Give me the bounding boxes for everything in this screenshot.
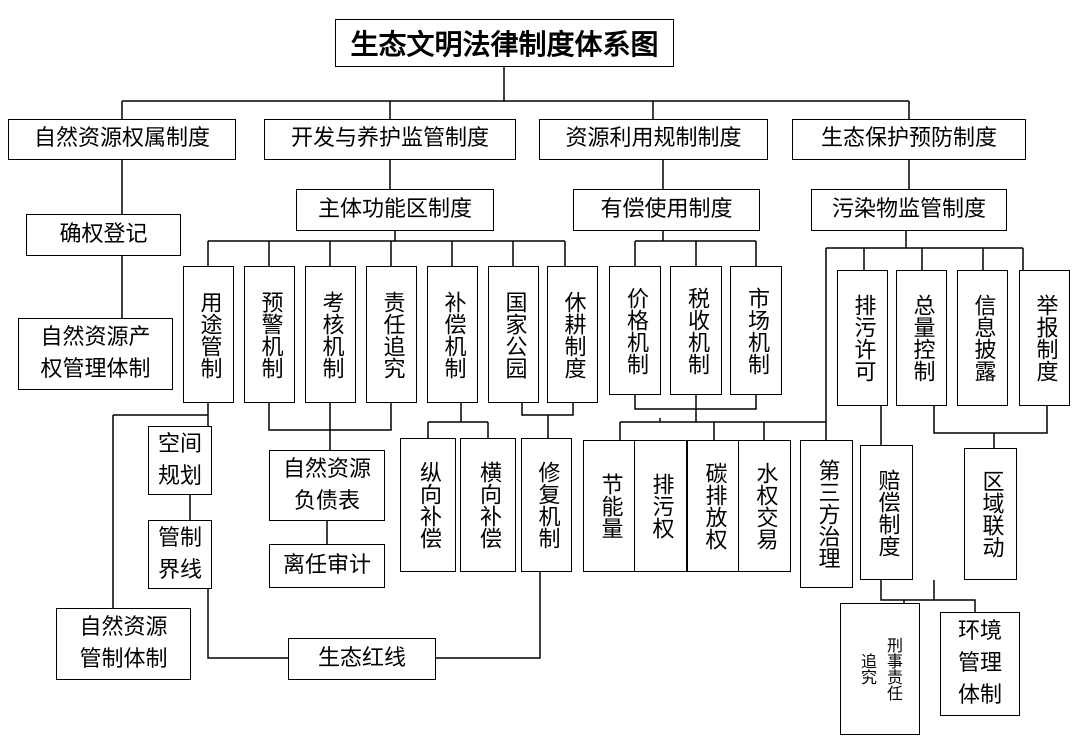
node-use-control-label: 用途管制 (196, 290, 222, 379)
node-accountability-label: 责任追究 (379, 290, 405, 379)
node-use-control: 用途管制 (183, 266, 234, 403)
node-confirm-registration: 确权登记 (26, 214, 181, 256)
node-warning-mechanism: 预警机制 (244, 266, 295, 403)
node-total-control-label: 总量控制 (909, 294, 935, 382)
node-fallow-system-label: 休耕制度 (560, 290, 586, 379)
node-balance-sheet: 自然资源 负债表 (269, 450, 385, 521)
node-regional-linkage: 区域联动 (964, 448, 1017, 580)
page-title-text: 生态文明法律制度体系图 (350, 28, 659, 61)
node-carbon-rights-label: 碳排放权 (701, 462, 727, 550)
category-utilization-label: 资源利用规制制度 (565, 126, 742, 152)
node-tax-mechanism-label: 税收机制 (684, 286, 709, 375)
node-main-function-zones: 主体功能区制度 (296, 189, 494, 231)
category-utilization: 资源利用规制制度 (539, 119, 768, 160)
category-protection-label: 生态保护预防制度 (820, 126, 997, 152)
node-regional-linkage-label: 区域联动 (978, 470, 1004, 558)
node-assessment-mechanism: 考核机制 (305, 266, 356, 403)
node-water-rights-trading: 水权交易 (738, 440, 791, 572)
node-horizontal-compensation-label: 横向补偿 (476, 461, 501, 549)
node-national-park: 国家公园 (488, 266, 539, 403)
node-vertical-compensation: 纵向补偿 (400, 438, 456, 572)
node-balance-sheet-label: 自然资源 负债表 (282, 456, 371, 514)
node-space-planning-label: 空间规划 (157, 431, 202, 489)
node-compensation-mechanism-label: 补偿机制 (440, 290, 466, 379)
node-carbon-rights: 碳排放权 (687, 440, 740, 572)
node-water-rights-trading-label: 水权交易 (752, 462, 778, 550)
node-market-mechanism-label: 市场机制 (744, 286, 769, 375)
node-resource-control-system-label: 自然资源 管制体制 (79, 615, 168, 672)
category-development: 开发与养护监管制度 (264, 119, 516, 160)
node-control-boundary-label: 管制界线 (157, 525, 202, 583)
node-third-party-governance: 第三方治理 (800, 440, 853, 588)
node-paid-use-system: 有偿使用制度 (573, 189, 760, 231)
node-price-mechanism-label: 价格机制 (623, 286, 648, 375)
node-repair-mechanism-label: 修复机制 (534, 461, 560, 549)
node-environmental-management-system: 环境 管理 体制 (940, 612, 1020, 716)
node-departure-audit: 离任审计 (269, 544, 385, 588)
node-third-party-governance-label: 第三方治理 (814, 459, 840, 569)
node-criminal-liability: 刑事责任 追究 (840, 603, 920, 735)
node-resource-control-system: 自然资源 管制体制 (56, 608, 191, 680)
category-protection: 生态保护预防制度 (792, 119, 1026, 160)
node-control-boundary: 管制界线 (148, 520, 212, 589)
node-accountability: 责任追究 (366, 266, 417, 403)
category-ownership-label: 自然资源权属制度 (33, 126, 210, 152)
node-space-planning: 空间规划 (148, 426, 212, 495)
node-reporting-system: 举报制度 (1019, 270, 1070, 406)
node-energy-saving-label: 节能量 (597, 473, 623, 539)
node-property-management: 自然资源产 权管理体制 (18, 318, 173, 390)
node-departure-audit-label: 离任审计 (282, 552, 371, 578)
node-assessment-mechanism-label: 考核机制 (318, 290, 344, 379)
node-pollution-supervision: 污染物监管制度 (811, 189, 1007, 231)
node-tax-mechanism: 税收机制 (670, 266, 722, 395)
page-title: 生态文明法律制度体系图 (335, 19, 674, 67)
node-compensation-system: 赔偿制度 (860, 445, 913, 580)
node-pollution-supervision-label: 污染物监管制度 (831, 196, 986, 222)
node-compensation-mechanism: 补偿机制 (427, 266, 478, 403)
node-ecological-red-line-label: 生态红线 (317, 645, 406, 671)
node-ecological-red-line: 生态红线 (288, 638, 436, 680)
node-national-park-label: 国家公园 (501, 290, 527, 379)
node-horizontal-compensation: 横向补偿 (460, 438, 516, 572)
node-repair-mechanism: 修复机制 (521, 438, 572, 572)
node-energy-saving: 节能量 (583, 440, 636, 572)
node-property-management-label: 自然资源产 权管理体制 (40, 325, 151, 382)
node-confirm-registration-label: 确权登记 (59, 221, 148, 247)
node-emission-rights-label: 排污权 (648, 473, 674, 539)
node-reporting-system-label: 举报制度 (1032, 294, 1058, 382)
node-discharge-permit-label: 排污许可 (850, 294, 876, 382)
node-paid-use-system-label: 有偿使用制度 (600, 196, 733, 222)
node-information-disclosure-label: 信息披露 (970, 294, 996, 382)
node-vertical-compensation-label: 纵向补偿 (416, 461, 441, 549)
node-environmental-management-system-label: 环境 管理 体制 (957, 619, 1002, 708)
node-compensation-system-label: 赔偿制度 (874, 468, 900, 557)
node-price-mechanism: 价格机制 (609, 266, 661, 395)
node-discharge-permit: 排污许可 (837, 270, 888, 406)
node-emission-rights: 排污权 (634, 440, 687, 572)
node-market-mechanism: 市场机制 (730, 266, 782, 395)
node-warning-mechanism-label: 预警机制 (257, 290, 283, 379)
node-total-control: 总量控制 (896, 270, 947, 406)
node-main-function-zones-label: 主体功能区制度 (317, 196, 472, 222)
node-criminal-liability-label: 刑事责任 追究 (858, 637, 903, 701)
node-fallow-system: 休耕制度 (547, 266, 598, 403)
category-development-label: 开发与养护监管制度 (290, 126, 489, 152)
node-information-disclosure: 信息披露 (957, 270, 1008, 406)
category-ownership: 自然资源权属制度 (8, 119, 236, 160)
